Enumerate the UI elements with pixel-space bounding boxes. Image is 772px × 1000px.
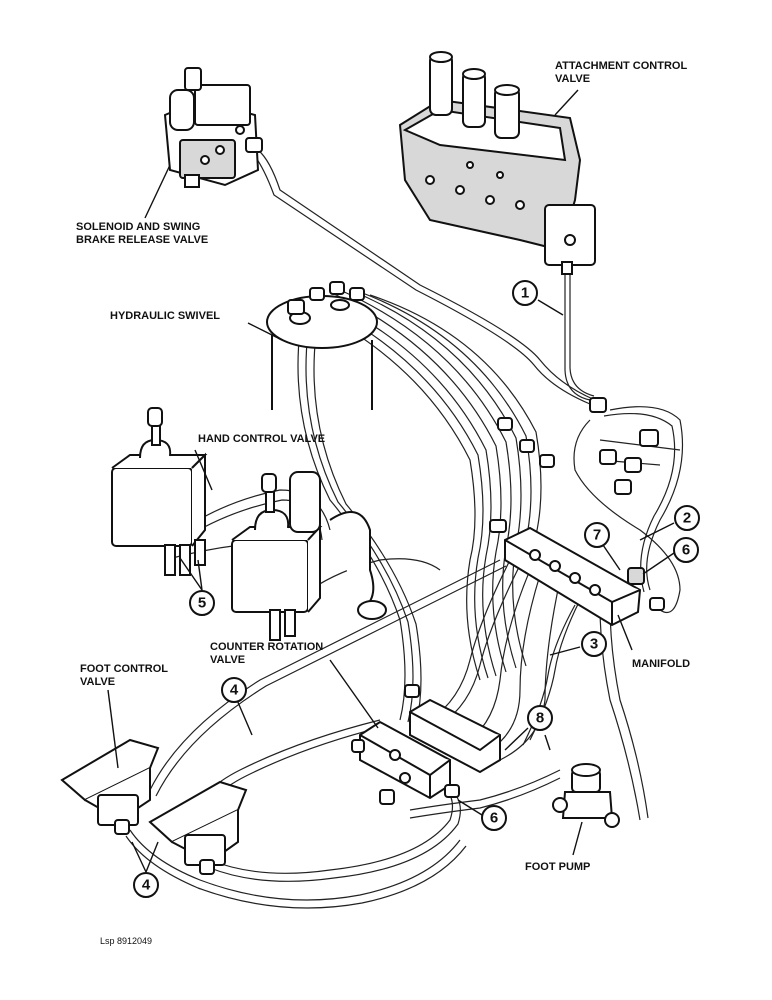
callout-1: 1: [512, 280, 538, 306]
label-foot-control-2: VALVE: [80, 676, 115, 688]
label-attachment-control-2: VALVE: [555, 73, 590, 85]
svg-text:7: 7: [593, 527, 601, 544]
label-counter-rotation-2: VALVE: [210, 654, 245, 666]
svg-text:6: 6: [490, 810, 498, 827]
callout-7: 7: [584, 522, 610, 548]
hand-control-valve-left: [111, 407, 208, 576]
svg-text:4: 4: [142, 877, 151, 894]
label-manifold: MANIFOLD: [632, 658, 690, 670]
hand-control-valve-right: [231, 471, 387, 641]
callout-2: 2: [674, 505, 700, 531]
callout-3: 3: [581, 631, 607, 657]
callout-6-manifold: 6: [673, 537, 699, 563]
callouts: 1 2 6 7 3 5 4 8: [133, 280, 700, 898]
label-solenoid-1: SOLENOID AND SWING: [76, 221, 200, 233]
hydraulic-swivel: [266, 281, 378, 410]
callout-4-upper: 4: [221, 677, 247, 703]
foot-pump: [552, 763, 620, 828]
svg-text:6: 6: [682, 542, 690, 559]
svg-text:1: 1: [521, 285, 529, 302]
foot-control-valve: [60, 738, 248, 875]
svg-text:4: 4: [230, 682, 239, 699]
callout-6-lower: 6: [481, 805, 507, 831]
label-solenoid-2: BRAKE RELEASE VALVE: [76, 234, 208, 246]
label-hydraulic-swivel: HYDRAULIC SWIVEL: [110, 310, 220, 322]
callout-4-lower: 4: [133, 872, 159, 898]
solenoid-swing-brake-valve: [163, 67, 263, 188]
svg-text:2: 2: [683, 510, 691, 527]
counter-rotation-valve: [351, 684, 501, 805]
fittings-cluster: [497, 397, 659, 495]
label-hand-control-valve: HAND CONTROL VALVE: [198, 433, 325, 445]
svg-text:3: 3: [590, 636, 598, 653]
manifold: [489, 519, 665, 627]
callout-5: 5: [189, 590, 215, 616]
svg-text:5: 5: [198, 595, 206, 612]
label-attachment-control-1: ATTACHMENT CONTROL: [555, 60, 687, 72]
attachment-control-valve: [398, 51, 596, 275]
label-foot-pump: FOOT PUMP: [525, 861, 590, 873]
labels: ATTACHMENT CONTROL VALVE SOLENOID AND SW…: [76, 60, 690, 946]
svg-text:8: 8: [536, 710, 544, 727]
leader-lines: [107, 89, 675, 873]
reference-code: Lsp 8912049: [100, 936, 152, 946]
callout-8: 8: [527, 705, 553, 731]
label-foot-control-1: FOOT CONTROL: [80, 663, 168, 675]
label-counter-rotation-1: COUNTER ROTATION: [210, 641, 323, 653]
